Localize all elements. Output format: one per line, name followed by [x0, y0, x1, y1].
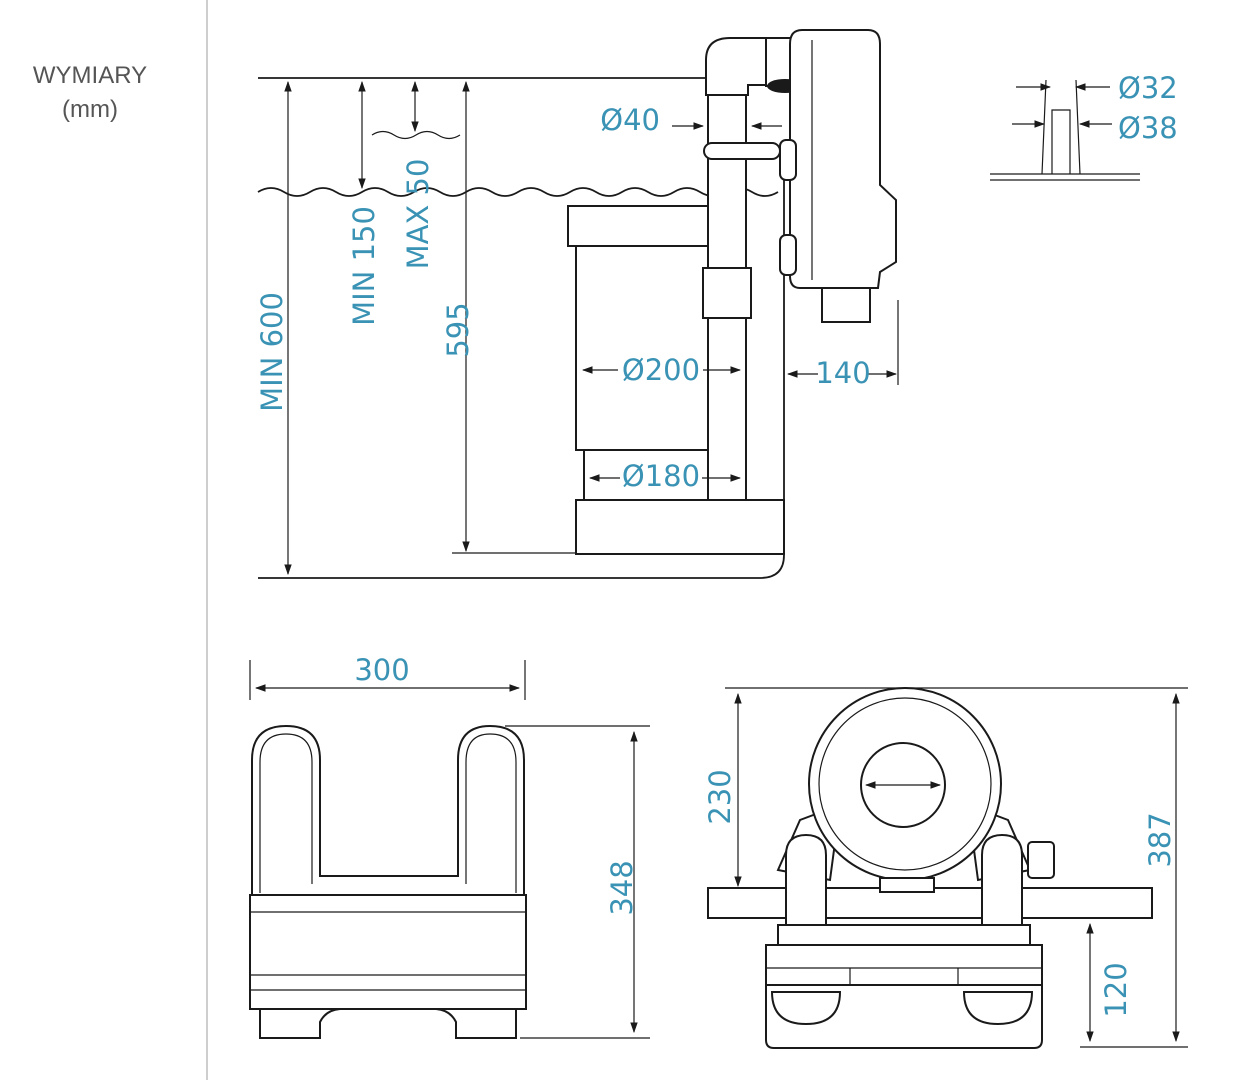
min-150-label: MIN 150 — [347, 206, 381, 326]
h348-label: 348 — [605, 860, 639, 915]
motor-housing — [789, 29, 897, 289]
d38-label: Ø38 — [1118, 111, 1178, 145]
side-view: MIN 600 MIN 150 MAX 50 595 — [255, 29, 899, 579]
front-u-frame-inner-right — [465, 733, 517, 893]
rear-body-block — [765, 944, 1043, 986]
rear-side-knob — [1027, 841, 1055, 879]
rear-wheel-left — [770, 991, 842, 1026]
filter-housing — [575, 245, 709, 451]
fitting-tube-inner — [1051, 109, 1071, 174]
h230-label: 230 — [703, 769, 737, 824]
d40-label: Ø40 — [600, 103, 660, 137]
d32-label: Ø32 — [1118, 71, 1178, 105]
motor-bracket-lower — [779, 234, 797, 276]
drawing-title: WYMIARY — [32, 62, 148, 89]
h-595-label: 595 — [441, 302, 475, 357]
water-surface-wave — [257, 187, 779, 197]
h387-label: 387 — [1143, 812, 1177, 867]
pipe-clamp — [703, 142, 781, 160]
rear-motor-neck — [879, 877, 935, 893]
filter-base — [575, 499, 785, 555]
d200-label: Ø200 — [622, 353, 700, 387]
max-level-wave — [371, 130, 461, 140]
w300-label: 300 — [354, 653, 409, 687]
d180-label: Ø180 — [622, 459, 700, 493]
front-foot-right — [435, 1008, 517, 1039]
pool-floor-line — [258, 150, 785, 579]
motor-intake — [821, 287, 871, 323]
h120-label: 120 — [1099, 962, 1133, 1017]
w140-label: 140 — [815, 356, 870, 390]
front-foot-left — [259, 1008, 341, 1039]
fitting-detail: Ø32 Ø38 — [990, 71, 1178, 181]
min-600-label: MIN 600 — [255, 292, 289, 412]
rear-body-top-rail — [777, 924, 1031, 946]
pipe-coupling — [702, 267, 752, 319]
units-label: (mm) — [62, 96, 118, 123]
fitting-tube-outer — [1041, 79, 1081, 175]
rear-motor-ring — [818, 697, 992, 871]
rear-tube-left — [785, 833, 827, 936]
front-u-frame-inner-left — [259, 733, 313, 893]
filter-cap — [567, 205, 717, 247]
rear-view: 387 230 — [703, 687, 1188, 1049]
front-view: 300 348 — [249, 653, 650, 1039]
front-u-frame — [251, 724, 525, 896]
motor-bracket-upper — [779, 139, 797, 181]
rear-wheel-right — [962, 991, 1034, 1026]
rear-tube-right — [981, 833, 1023, 936]
max-50-label: MAX 50 — [401, 159, 435, 270]
